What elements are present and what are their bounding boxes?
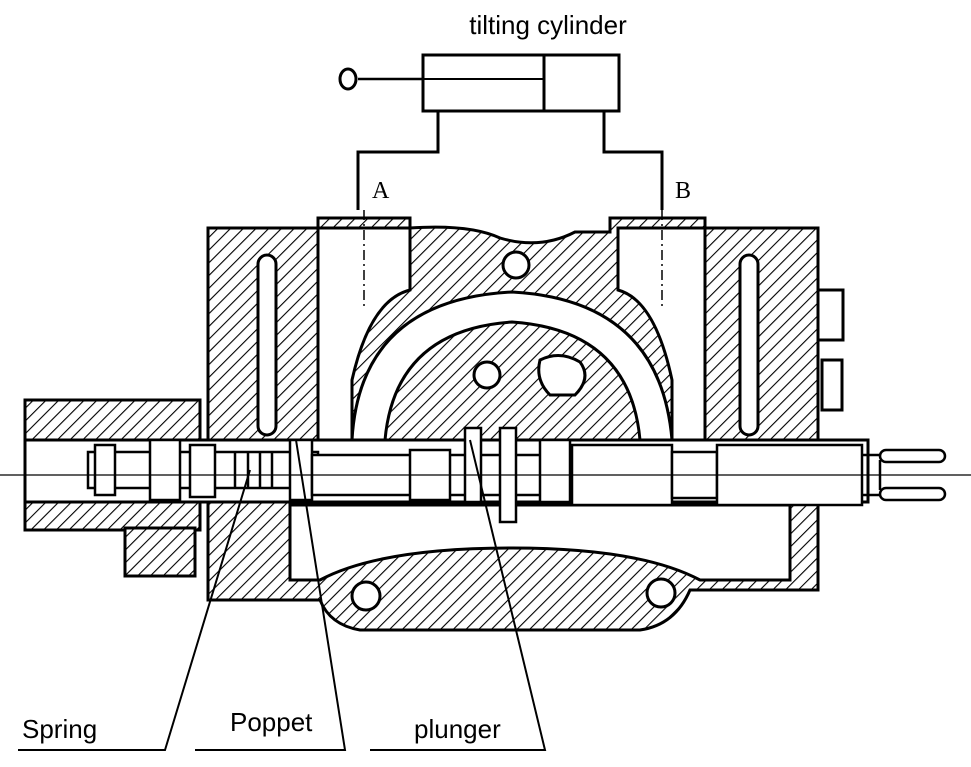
- line-b: [602, 111, 664, 210]
- line-a: [356, 111, 440, 210]
- rod-eye: [338, 67, 358, 91]
- poppet-leader: [195, 439, 347, 751]
- tilting-cylinder: [338, 53, 664, 210]
- leader-lines: [18, 439, 547, 751]
- diagram-title: tilting cylinder: [469, 10, 627, 40]
- spring-label: Spring: [22, 714, 97, 744]
- plunger-leader: [370, 439, 547, 751]
- plunger-label: plunger: [414, 714, 501, 744]
- port-b-label: B: [675, 178, 691, 204]
- poppet-label: Poppet: [230, 707, 313, 737]
- body-holes: [350, 250, 677, 612]
- port-a-label: A: [372, 178, 390, 204]
- spring-leader: [18, 469, 251, 751]
